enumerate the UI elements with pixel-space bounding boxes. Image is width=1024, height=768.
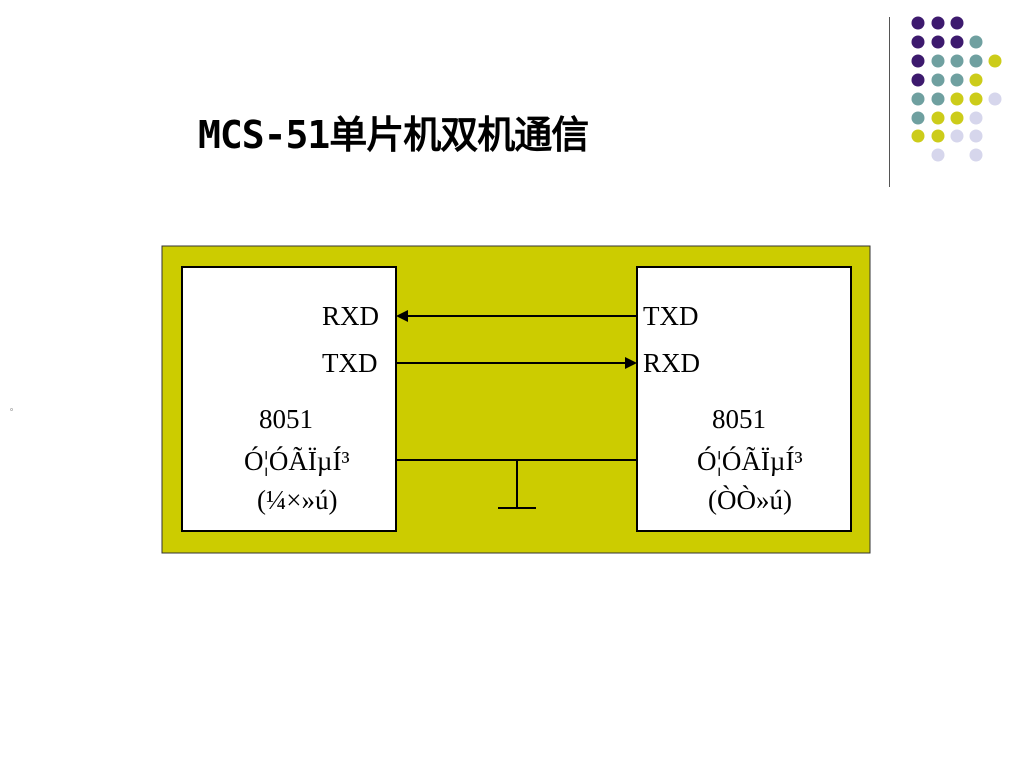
right-chip-label: 8051 [712, 404, 766, 434]
decorative-dot [969, 35, 983, 49]
left-chip-label: 8051 [259, 404, 313, 434]
bullet-mark: 。 [10, 403, 18, 412]
decorative-dot [969, 73, 983, 87]
left-system-label: Ó¦ÓÃÏµÍ³ [244, 446, 350, 476]
slide-title: MCS-51单片机双机通信 [198, 113, 589, 157]
decorative-dot [969, 92, 983, 106]
decorative-dot [931, 16, 945, 30]
right-pin-txd: TXD [643, 301, 699, 331]
right-machine-label: (ÒÒ»ú) [708, 485, 792, 515]
decorative-dot [911, 129, 925, 143]
decorative-dot [931, 73, 945, 87]
decorative-dot [911, 16, 925, 30]
decorative-dot [911, 92, 925, 106]
right-pin-rxd: RXD [643, 348, 700, 378]
decorative-dot [950, 54, 964, 68]
decorative-dot [950, 111, 964, 125]
decorative-dot [911, 73, 925, 87]
decorative-dot [988, 92, 1002, 106]
left-pin-txd: TXD [322, 348, 378, 378]
decorative-dot [931, 92, 945, 106]
decorative-dot [988, 54, 1002, 68]
decorative-dot [950, 73, 964, 87]
decorative-dot [969, 148, 983, 162]
decorative-dot [969, 111, 983, 125]
decorative-dot [969, 129, 983, 143]
decorative-dot [911, 111, 925, 125]
right-unit-box [636, 266, 852, 532]
decorative-dot [911, 35, 925, 49]
decorative-dot [950, 35, 964, 49]
right-system-label: Ó¦ÓÃÏµÍ³ [697, 446, 803, 476]
left-unit-box [181, 266, 397, 532]
decorative-dot [931, 129, 945, 143]
decorative-dot [950, 129, 964, 143]
decorative-dot [931, 35, 945, 49]
decorative-dot [931, 111, 945, 125]
decorative-dot [911, 54, 925, 68]
left-machine-label: (¼×»ú) [257, 485, 337, 515]
left-pin-rxd: RXD [322, 301, 379, 331]
decorative-dot [969, 54, 983, 68]
decorative-dot [931, 148, 945, 162]
decorative-dot-grid [911, 16, 1002, 162]
decorative-dot [950, 16, 964, 30]
decorative-dot [950, 92, 964, 106]
decorative-dot [931, 54, 945, 68]
vertical-divider [889, 17, 890, 187]
